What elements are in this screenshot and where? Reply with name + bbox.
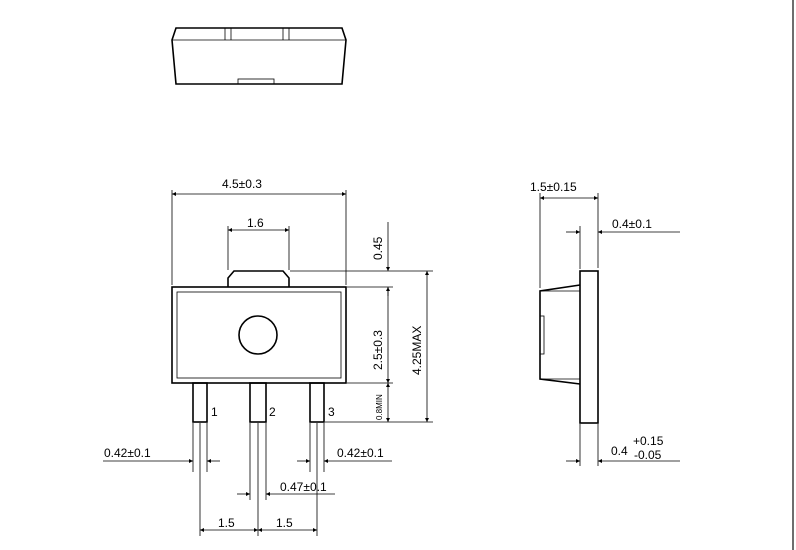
side-lead-plus-tol: +0.15 <box>633 434 664 448</box>
window-edge <box>792 0 794 550</box>
side-view <box>539 270 599 424</box>
body-height-dim: 2.5±0.3 <box>371 330 385 370</box>
lead3-width-dim: 0.42±0.1 <box>337 446 384 460</box>
tab-height-dim: 0.45 <box>371 236 385 260</box>
body-width-dim: 4.5±0.3 <box>222 177 262 191</box>
tab-width-dim: 1.6 <box>247 216 264 230</box>
pin-1-label: 1 <box>211 405 218 419</box>
pitch-left-dim: 1.5 <box>218 516 235 530</box>
lead-length-dim: 0.8MIN <box>375 394 384 420</box>
side-tab-thickness-dim: 0.4±0.1 <box>612 217 652 231</box>
front-view <box>171 270 347 423</box>
pitch-right-dim: 1.5 <box>276 516 293 530</box>
pin-3-label: 3 <box>328 405 335 419</box>
side-lead-base-dim: 0.4 <box>611 444 628 458</box>
lead2-width-dim: 0.47±0.1 <box>280 480 327 494</box>
side-depth-dim: 1.5±0.15 <box>530 180 577 194</box>
overall-height-dim: 4.25MAX <box>410 326 424 375</box>
side-lead-minus-tol: -0.05 <box>634 448 662 462</box>
lead1-width-dim: 0.42±0.1 <box>104 446 151 460</box>
top-view <box>171 27 347 85</box>
pin-2-label: 2 <box>269 405 276 419</box>
